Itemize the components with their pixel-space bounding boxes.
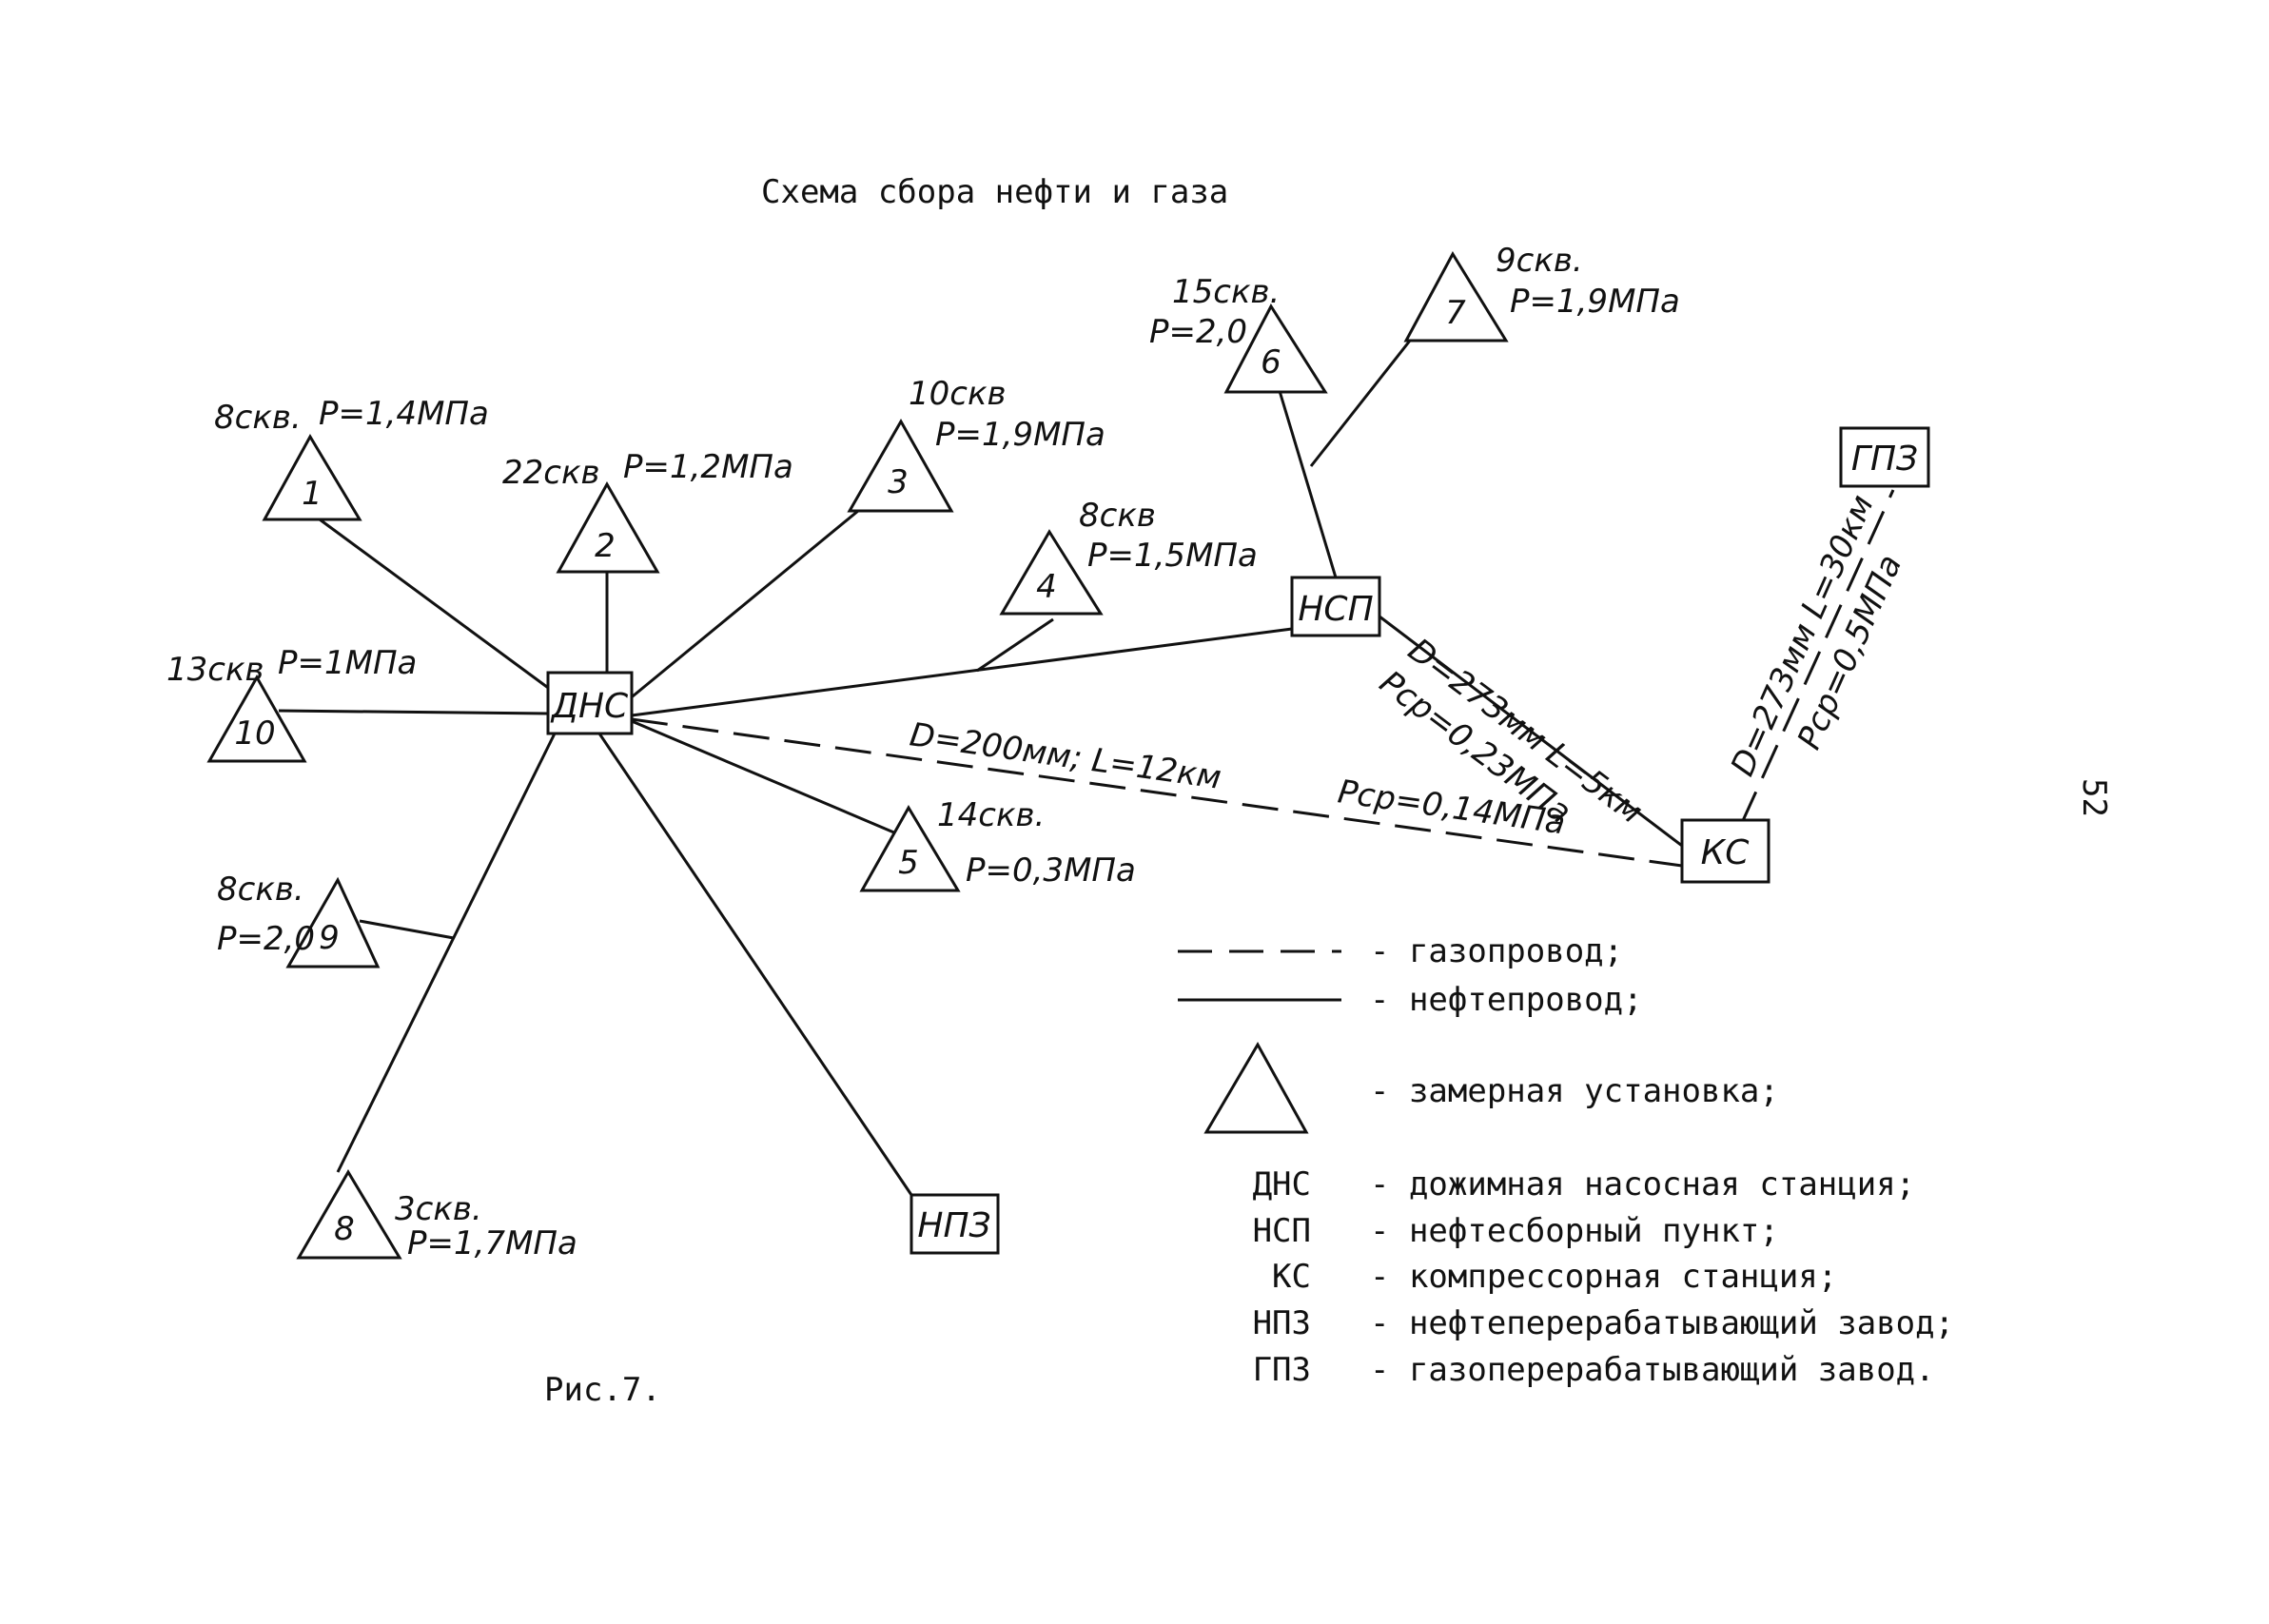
pipeline-well3-dns [627,509,859,702]
pipeline-dns-well5 [631,719,897,835]
page-number: 52 [2075,778,2113,817]
well-unit-7-count: 9скв. [1496,242,1583,280]
station-ks-label: КС [1701,833,1751,872]
well-unit-4-pressure: P=1,5МПа [1087,537,1258,575]
svg-text:6: 6 [1261,343,1281,382]
pipeline-well6-nsp [1278,390,1338,578]
well-unit-4-count: 8скв [1079,497,1156,535]
svg-text:2: 2 [595,527,616,565]
diagram-title: Схема сбора нефти и газа [761,173,1228,211]
station-nsp-label: НСП [1298,590,1373,629]
legend-npz-text: - нефтеперерабатывающий завод; [1370,1304,1954,1342]
station-dns: ДНС [546,671,634,735]
well-unit-3: 3 10скв P=1,9МПа [847,375,1105,513]
well-unit-9-count: 8скв. [217,871,304,909]
legend-dns-text: - дожимная насосная станция; [1370,1165,1915,1203]
well-unit-8-pressure: P=1,7МПа [407,1224,577,1262]
svg-text:5: 5 [898,844,919,882]
well-unit-5: 5 14скв. P=0,3МПа [859,796,1136,892]
legend-dns-symbol: ДНС [1253,1165,1311,1203]
legend: - газопровод; - нефтепровод; - замерная … [1178,932,1954,1389]
well-unit-1-pressure: P=1,4МПа [319,395,489,433]
svg-text:8: 8 [334,1210,355,1248]
well-unit-7: 7 9скв. P=1,9МПа [1403,242,1680,342]
pipeline-dns-npz [597,733,913,1196]
pipeline-dns-well8 [336,733,557,1173]
well-unit-6-count: 15скв. [1172,273,1280,311]
svg-text:10: 10 [234,714,275,753]
pipeline-well1-dns [319,518,556,695]
gas-pipeline-dns-ks-dims: D=200мм; L=12км [908,715,1223,797]
well-unit-8: 8 3скв. P=1,7МПа [296,1169,577,1262]
legend-gpz-text: - газоперерабатывающий завод. [1370,1351,1935,1389]
well-unit-1-count: 8скв. [214,399,302,437]
pipeline-nsp-ks [1379,615,1687,851]
well-unit-2-count: 22скв [502,454,600,492]
svg-text:7: 7 [1445,294,1466,332]
well-unit-9: 9 8скв. P=2,0 [217,871,381,969]
svg-text:3: 3 [888,463,909,501]
station-gpz: ГПЗ [1839,426,1930,488]
well-unit-7-pressure: P=1,9МПа [1510,283,1680,321]
station-gpz-label: ГПЗ [1851,440,1918,479]
well-unit-3-pressure: P=1,9МПа [935,416,1105,454]
figure-caption: Рис.7. [544,1371,661,1409]
well-unit-10: 10 13скв P=1МПа [166,644,417,763]
well-unit-10-pressure: P=1МПа [278,644,417,682]
legend-gas-line-text: - газопровод; [1370,932,1623,970]
well-unit-4: 4 8скв P=1,5МПа [999,497,1258,616]
legend-ks-symbol: КС [1272,1258,1311,1296]
legend-npz-symbol: НПЗ [1253,1304,1311,1342]
legend-nsp-symbol: НСП [1253,1212,1311,1250]
legend-gpz-symbol: ГПЗ [1253,1351,1311,1389]
pipeline-well4-branch [976,617,1054,673]
svg-text:4: 4 [1036,568,1057,606]
pipeline-well7-branch [1309,340,1412,467]
well-unit-2: 2 22скв P=1,2МПа [502,448,793,574]
pipeline-well9-branch [359,919,455,940]
pipeline-well10-dns [278,709,549,715]
gas-pipeline-dns-ks [631,717,1683,868]
well-unit-1: 1 8скв. P=1,4МПа [214,395,489,521]
well-unit-2-pressure: P=1,2МПа [623,448,793,486]
legend-ks-text: - компрессорная станция; [1370,1258,1837,1296]
legend-triangle-symbol [1203,1041,1309,1134]
station-npz: НПЗ [910,1193,1000,1255]
station-npz-label: НПЗ [917,1206,990,1245]
well-unit-6: 6 15скв. P=2,0 [1149,273,1328,394]
gas-pipeline-ks-gpz [1739,489,1895,826]
well-unit-10-count: 13скв [166,651,264,689]
legend-triangle-text: - замерная установка; [1370,1072,1779,1110]
station-ks: КС [1680,818,1770,884]
svg-text:1: 1 [302,475,323,513]
well-unit-8-count: 3скв. [395,1190,482,1228]
station-dns-label: ДНС [550,687,629,726]
legend-oil-line-text: - нефтепровод; [1370,981,1643,1019]
well-unit-5-count: 14скв. [937,796,1045,834]
pipeline-dns-nsp [631,627,1293,717]
well-unit-3-count: 10скв [909,375,1007,413]
well-unit-9-pressure: P=2,0 [217,920,315,958]
well-unit-5-pressure: P=0,3МПа [966,851,1136,890]
well-unit-6-pressure: P=2,0 [1149,313,1247,351]
legend-nsp-text: - нефтесборный пункт; [1370,1212,1779,1250]
svg-text:9: 9 [319,919,340,957]
station-nsp: НСП [1290,576,1381,637]
